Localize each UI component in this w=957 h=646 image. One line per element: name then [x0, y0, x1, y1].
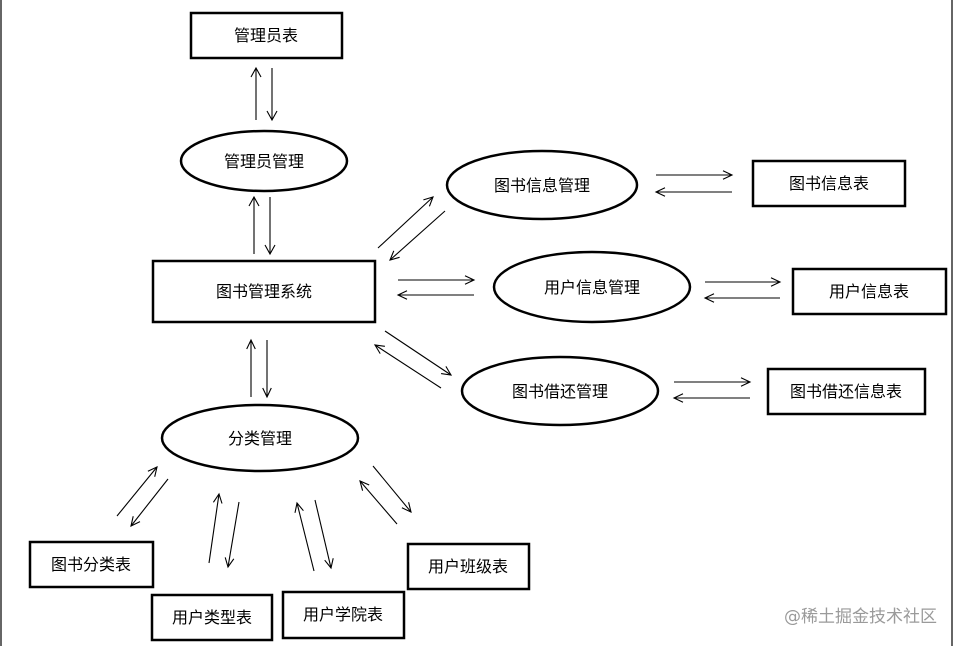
arrow-system-to-borrow-mgmt: [384, 330, 453, 376]
svg-text:用户信息表: 用户信息表: [829, 282, 909, 301]
node-user-type-table: 用户类型表: [150, 593, 274, 642]
arrow-category-mgmt-to-book-category-table: [130, 478, 169, 527]
svg-text:分类管理: 分类管理: [228, 429, 292, 448]
arrow-user-info-table-to-user-info-mgmt: [703, 293, 780, 303]
arrow-category-mgmt-to-system: [246, 338, 256, 397]
arrow-borrow-mgmt-to-borrow-table: [674, 377, 752, 387]
watermark-text: @稀土掘金技术社区: [784, 607, 937, 627]
arrow-book-info-table-to-book-info-mgmt: [654, 187, 732, 197]
node-admin-table: 管理员表: [189, 11, 344, 60]
svg-text:图书借还管理: 图书借还管理: [512, 382, 608, 401]
svg-text:管理员管理: 管理员管理: [224, 152, 304, 171]
arrow-user-info-mgmt-to-system: [396, 290, 474, 300]
arrow-category-mgmt-to-user-type-table: [224, 501, 240, 569]
arrow-system-to-admin-mgmt: [248, 195, 260, 254]
node-user-class-table: 用户班级表: [406, 542, 531, 591]
arrow-admin-mgmt-to-admin-table: [250, 66, 262, 120]
svg-text:用户信息管理: 用户信息管理: [544, 278, 640, 297]
svg-text:图书管理系统: 图书管理系统: [216, 282, 312, 301]
svg-text:图书借还信息表: 图书借还信息表: [790, 382, 902, 401]
arrow-user-college-table-to-category-mgmt: [294, 501, 315, 572]
arrow-admin-mgmt-to-system: [264, 197, 276, 256]
svg-text:图书信息表: 图书信息表: [789, 174, 869, 193]
svg-text:用户学院表: 用户学院表: [303, 605, 383, 624]
svg-text:管理员表: 管理员表: [234, 26, 298, 45]
node-book-info-mgmt: 图书信息管理: [445, 149, 639, 221]
arrow-admin-table-to-admin-mgmt: [266, 68, 278, 122]
node-system: 图书管理系统: [151, 259, 377, 324]
arrow-user-type-table-to-category-mgmt: [208, 492, 223, 564]
arrow-category-mgmt-to-user-class-table: [372, 465, 412, 513]
arrow-user-info-mgmt-to-user-info-table: [705, 277, 782, 287]
svg-text:图书分类表: 图书分类表: [51, 555, 131, 574]
arrow-user-class-table-to-category-mgmt: [359, 480, 398, 525]
node-admin-mgmt: 管理员管理: [179, 129, 349, 193]
arrow-system-to-user-info-mgmt: [398, 275, 476, 285]
node-borrow-mgmt: 图书借还管理: [460, 355, 660, 427]
svg-text:用户班级表: 用户班级表: [428, 557, 508, 576]
svg-text:图书信息管理: 图书信息管理: [494, 176, 590, 195]
node-user-college-table: 用户学院表: [281, 590, 406, 640]
arrow-system-to-book-info-mgmt: [377, 196, 434, 249]
arrow-system-to-category-mgmt: [262, 340, 272, 399]
arrow-borrow-mgmt-to-system: [373, 344, 442, 389]
node-borrow-table: 图书借还信息表: [766, 367, 927, 416]
svg-text:用户类型表: 用户类型表: [172, 608, 252, 627]
node-user-info-table: 用户信息表: [791, 267, 948, 316]
arrow-category-mgmt-to-user-college-table: [314, 499, 334, 570]
node-book-info-table: 图书信息表: [751, 159, 907, 208]
arrow-book-info-mgmt-to-book-info-table: [656, 170, 734, 180]
arrow-book-category-table-to-category-mgmt: [116, 466, 158, 517]
arrow-borrow-table-to-borrow-mgmt: [672, 393, 750, 403]
node-user-info-mgmt: 用户信息管理: [492, 250, 692, 324]
arrow-book-info-mgmt-to-system: [389, 210, 446, 261]
node-category-mgmt: 分类管理: [160, 403, 360, 473]
node-book-category-table: 图书分类表: [28, 540, 155, 589]
